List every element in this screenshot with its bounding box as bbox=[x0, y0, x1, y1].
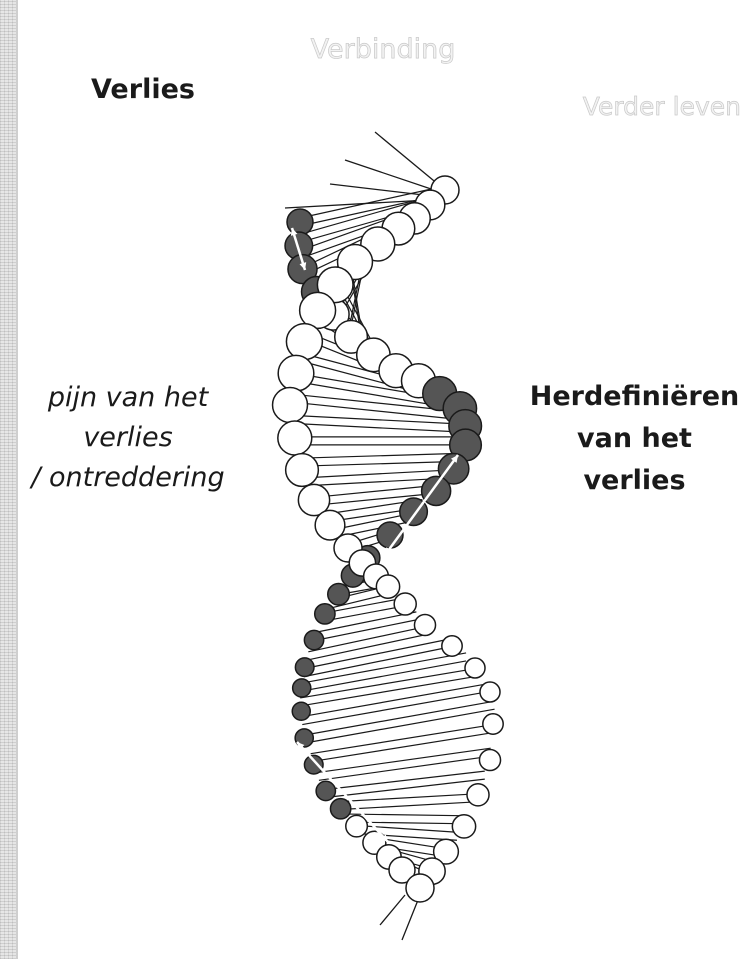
strand-bead-light bbox=[278, 421, 312, 455]
strand-bead-dark bbox=[316, 781, 335, 800]
strand-bead-light bbox=[452, 815, 475, 838]
base-pair-rung bbox=[338, 794, 477, 802]
base-pair-rung bbox=[304, 639, 449, 668]
base-pair-rung bbox=[292, 423, 466, 432]
verlies-label: Verlies bbox=[68, 74, 218, 105]
base-pair-rung bbox=[328, 771, 485, 789]
redefine-line-1: Herdefiniëren bbox=[528, 376, 741, 418]
strand-bead-dark bbox=[315, 604, 335, 624]
strand-bead-dark bbox=[346, 815, 368, 837]
base-pair-rung bbox=[304, 647, 449, 676]
base-pair-rung bbox=[299, 453, 459, 458]
strand-bead-light bbox=[465, 658, 485, 678]
strand-bead-light bbox=[286, 454, 319, 487]
strand-bead-light bbox=[286, 324, 322, 360]
strand-bead-dark bbox=[287, 209, 313, 235]
double-arrow-icon bbox=[385, 455, 458, 555]
base-pair-rung bbox=[302, 684, 487, 717]
base-pair-rung bbox=[307, 470, 451, 478]
base-pair-rung bbox=[302, 661, 466, 691]
strand-bead-dark bbox=[292, 702, 310, 720]
strand-bead-light bbox=[394, 593, 416, 615]
pain-line-3: / ontreddering bbox=[12, 458, 244, 498]
strand-bead-dark bbox=[330, 799, 350, 819]
strand-bead-dark bbox=[293, 679, 311, 697]
strand-bead-light bbox=[467, 784, 489, 806]
strand-bead-light bbox=[406, 874, 434, 902]
redefine-line-3: verlies bbox=[528, 460, 741, 502]
base-pair-rung bbox=[299, 461, 459, 466]
strand-bead-dark bbox=[328, 584, 350, 606]
base-pair-rung bbox=[300, 668, 477, 698]
strand-bead-light bbox=[442, 636, 462, 656]
base-pair-rung bbox=[304, 709, 494, 743]
verbinding-label: Verbinding bbox=[268, 34, 498, 65]
pain-line-1: pijn van het bbox=[12, 378, 244, 418]
strand-bead-light bbox=[480, 682, 500, 702]
redefining-loss-text: Herdefiniëren van het verlies bbox=[528, 376, 741, 502]
strand-bead-light bbox=[278, 355, 314, 391]
pain-line-2: verlies bbox=[12, 418, 244, 458]
strand-bead-light bbox=[479, 749, 500, 770]
strand-bead-light bbox=[483, 714, 503, 734]
loose-strand bbox=[330, 184, 432, 196]
strand-bead-dark bbox=[295, 658, 314, 677]
strand-bead-light bbox=[273, 388, 308, 423]
strand-bead-dark bbox=[304, 630, 323, 649]
strand-bead-light bbox=[414, 614, 435, 635]
strand-bead-dark bbox=[422, 476, 451, 505]
base-pair-rung bbox=[302, 692, 487, 725]
base-pair-rung bbox=[292, 415, 466, 424]
pain-of-loss-text: pijn van het verlies / ontreddering bbox=[12, 378, 244, 498]
strand-bead-dark bbox=[304, 755, 323, 774]
base-pair-rung bbox=[348, 814, 468, 816]
base-pair-rung bbox=[304, 701, 494, 735]
verder-leven-label: Verder leven bbox=[536, 92, 741, 121]
base-pair-rung bbox=[302, 653, 466, 683]
loose-strand bbox=[380, 895, 405, 925]
strand-bead-light bbox=[376, 575, 399, 598]
redefine-line-2: van het bbox=[528, 418, 741, 460]
